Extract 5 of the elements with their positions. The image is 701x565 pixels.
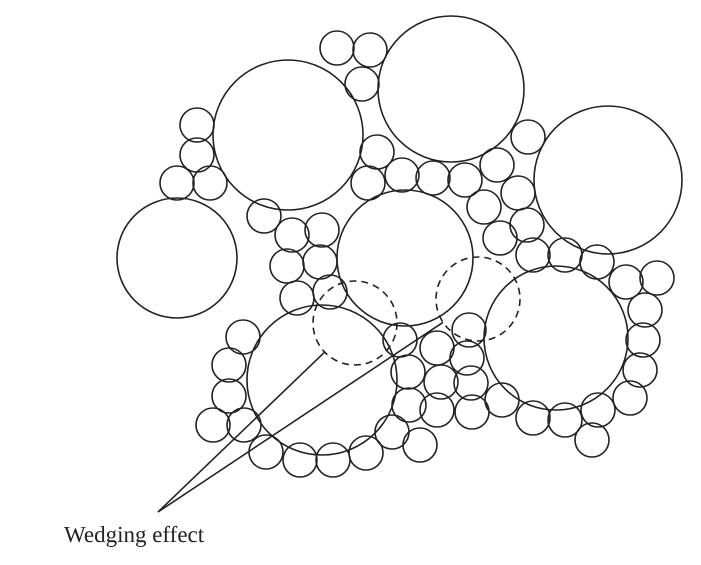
dashed-circle bbox=[435, 256, 521, 342]
leader-line bbox=[157, 352, 326, 513]
annotation-label: Wedging effect bbox=[64, 522, 204, 548]
leader-line bbox=[158, 322, 444, 513]
dashed-circle bbox=[312, 280, 398, 366]
